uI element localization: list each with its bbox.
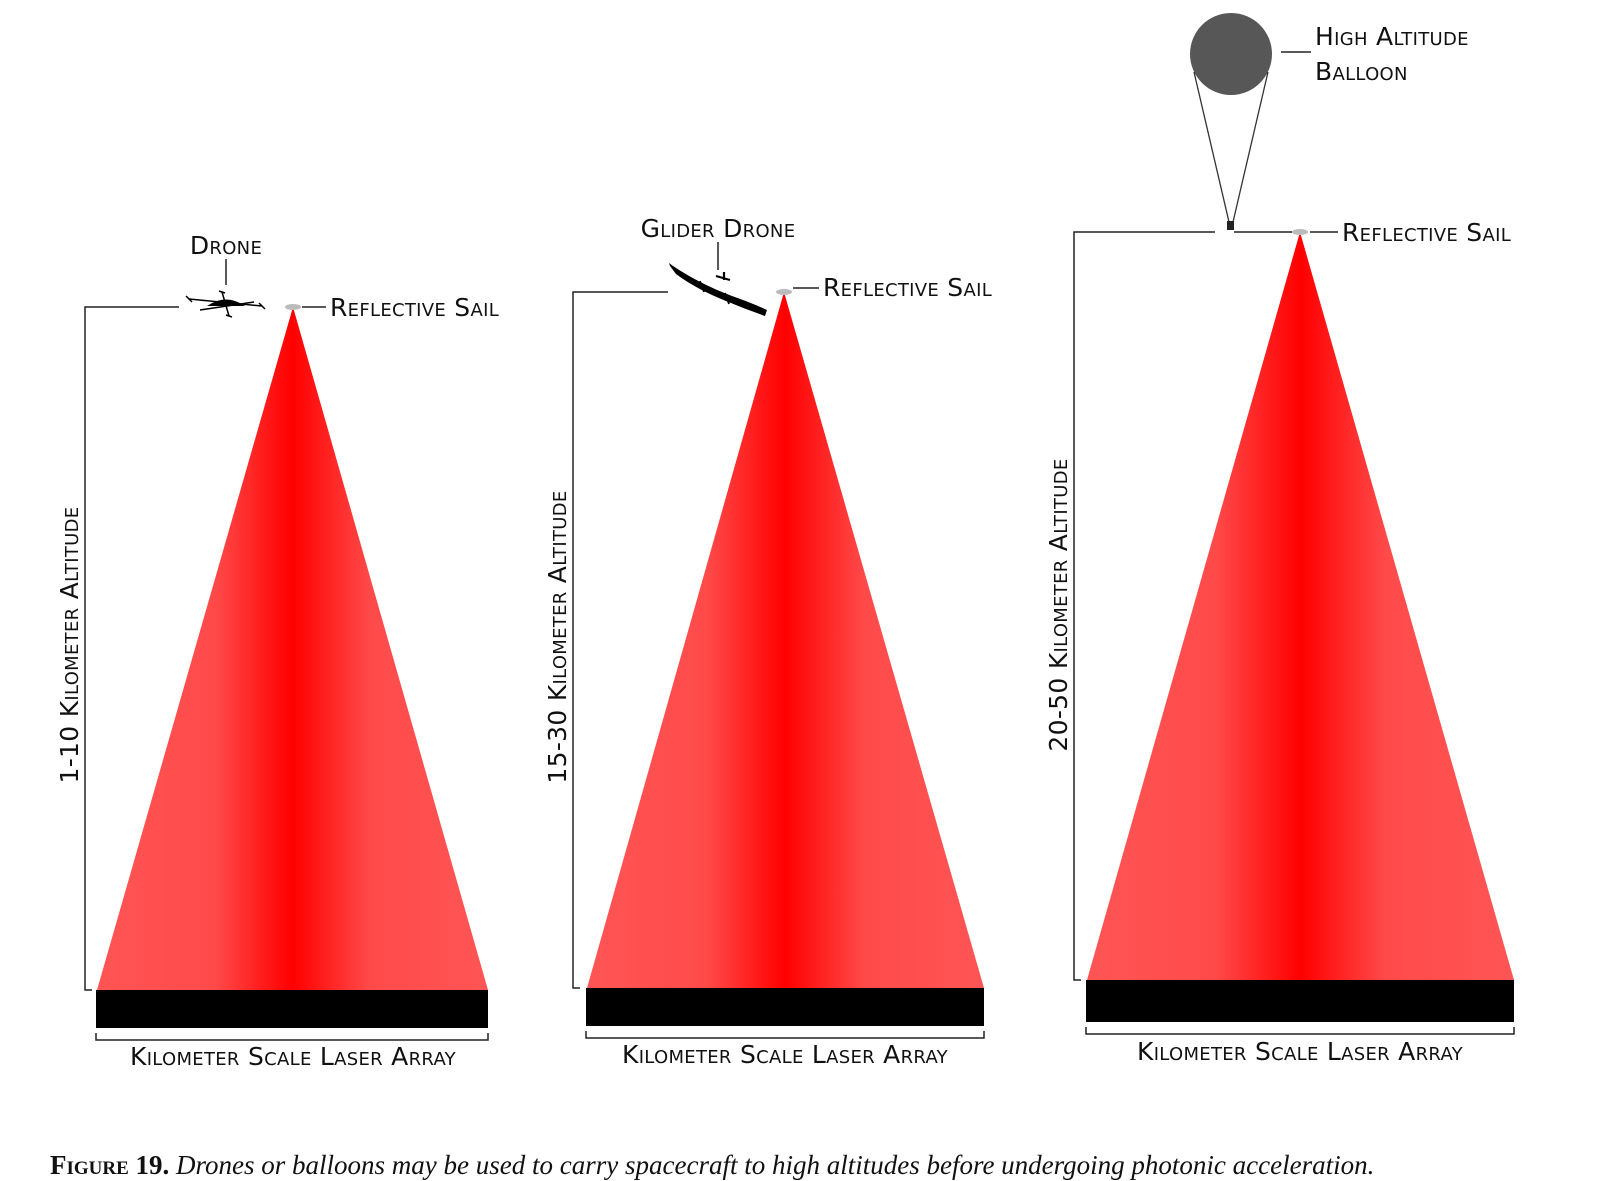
array-bracket xyxy=(95,1033,489,1041)
panel-drone: Kilometer Scale Laser Array 1-10 Kilomet… xyxy=(55,231,499,1071)
altitude-label: 1-10 Kilometer Altitude xyxy=(55,507,84,784)
laser-beam xyxy=(587,292,984,988)
panel-balloon: Kilometer Scale Laser Array 20-50 Kilome… xyxy=(1044,13,1515,1066)
sail-label: Reflective Sail xyxy=(823,273,992,302)
glider-drone-icon xyxy=(669,263,767,316)
balloon-label-line1: High Altitude xyxy=(1315,22,1469,51)
array-label: Kilometer Scale Laser Array xyxy=(130,1042,457,1071)
sail-label: Reflective Sail xyxy=(1342,218,1511,247)
array-label: Kilometer Scale Laser Array xyxy=(1137,1037,1464,1066)
laser-array xyxy=(586,988,984,1026)
reflective-sail xyxy=(776,289,792,295)
caption-text: Drones or balloons may be used to carry … xyxy=(176,1150,1375,1180)
laser-beam xyxy=(97,307,488,990)
sail-label: Reflective Sail xyxy=(330,293,499,322)
altitude-bracket xyxy=(1073,231,1215,981)
figure-number: Figure 19. xyxy=(50,1150,170,1180)
balloon-icon xyxy=(1190,13,1272,230)
figure-caption: Figure 19. Drones or balloons may be use… xyxy=(50,1150,1590,1181)
reflective-sail xyxy=(285,304,301,310)
panel-glider-drone: Kilometer Scale Laser Array 15-30 Kilome… xyxy=(543,214,992,1069)
drone-label: Drone xyxy=(190,231,262,260)
array-label: Kilometer Scale Laser Array xyxy=(622,1040,949,1069)
array-bracket xyxy=(1085,1027,1515,1035)
altitude-label: 20-50 Kilometer Altitude xyxy=(1044,458,1073,751)
reflective-sail xyxy=(1292,229,1308,235)
drone-icon xyxy=(185,290,266,318)
altitude-bracket xyxy=(84,306,179,991)
laser-array xyxy=(96,990,488,1028)
balloon-label-line2: Balloon xyxy=(1315,57,1408,86)
altitude-bracket xyxy=(572,291,668,989)
altitude-label: 15-30 Kilometer Altitude xyxy=(543,490,572,783)
laser-array xyxy=(1086,980,1514,1022)
glider-drone-label: Glider Drone xyxy=(641,214,796,243)
array-bracket xyxy=(585,1031,985,1039)
laser-beam xyxy=(1087,232,1514,980)
